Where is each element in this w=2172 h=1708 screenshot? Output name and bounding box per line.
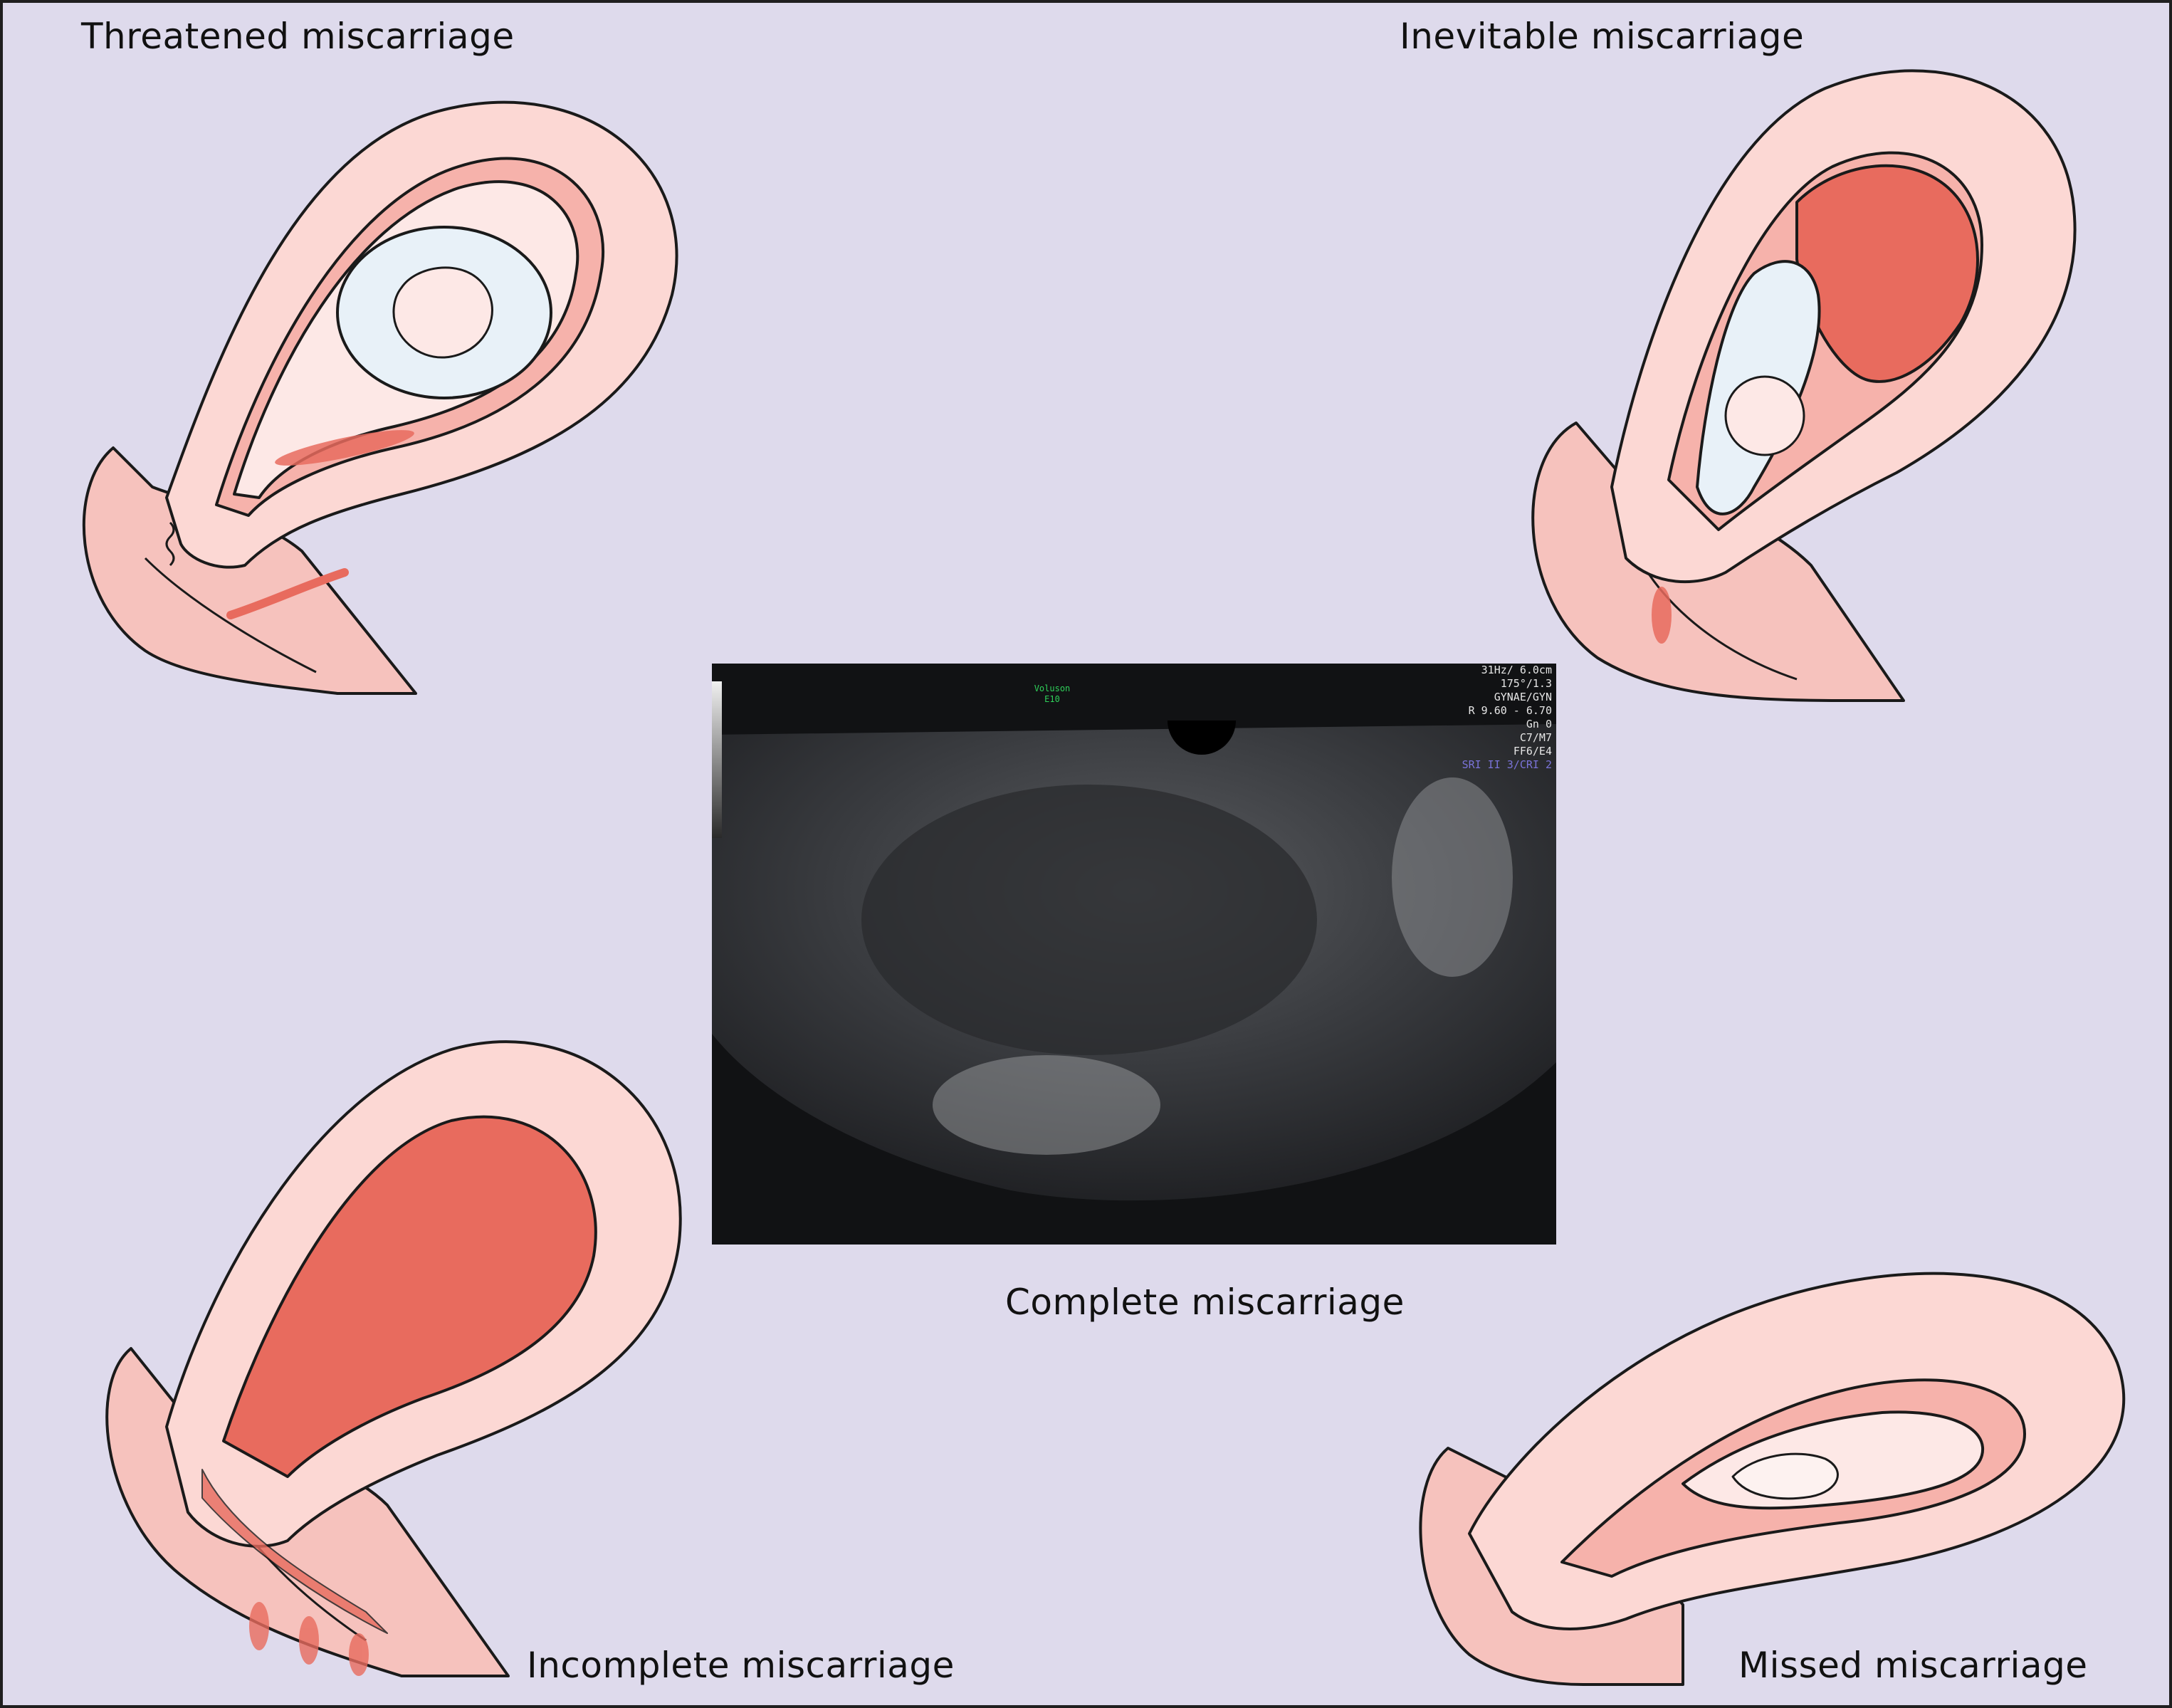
- label-inevitable-miscarriage: Inevitable miscarriage: [1400, 16, 1805, 57]
- missed-miscarriage-illustration: [1419, 1272, 2126, 1686]
- label-threatened-miscarriage: Threatened miscarriage: [81, 16, 515, 57]
- ultrasound-setting-5: Gn 0: [1526, 718, 1552, 730]
- ultrasound-setting-3: GYNAE/GYN: [1494, 691, 1552, 703]
- label-missed-miscarriage: Missed miscarriage: [1738, 1645, 2088, 1686]
- label-complete-miscarriage: Complete miscarriage: [1005, 1282, 1405, 1323]
- ultrasound-image: Voluson E10 31Hz/ 6.0cm 175°/1.3 GYNAE/G…: [712, 664, 1556, 1245]
- ultrasound-setting-1: 31Hz/ 6.0cm: [1481, 664, 1552, 676]
- inevitable-miscarriage-illustration: [1531, 69, 2077, 702]
- ultrasound-brand: Voluson: [1034, 683, 1071, 693]
- ultrasound-setting-7: FF6/E4: [1513, 745, 1552, 758]
- ultrasound-setting-2: 175°/1.3: [1500, 677, 1552, 690]
- ultrasound-setting-highlight: SRI II 3/CRI 2: [1462, 758, 1552, 771]
- label-incomplete-miscarriage: Incomplete miscarriage: [527, 1645, 955, 1686]
- ultrasound-setting-6: C7/M7: [1519, 731, 1552, 744]
- threatened-miscarriage-illustration: [82, 100, 678, 695]
- ultrasound-scan-graphic: [712, 681, 1556, 1201]
- ultrasound-setting-4: R 9.60 - 6.70: [1468, 704, 1552, 717]
- incomplete-miscarriage-illustration: [105, 1040, 682, 1677]
- ultrasound-model: E10: [1044, 694, 1060, 704]
